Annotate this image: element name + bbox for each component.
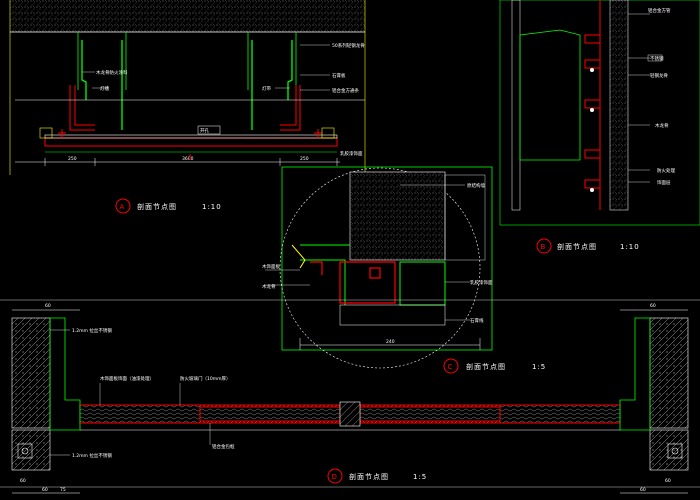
d-dim-5: 75 [60, 487, 66, 493]
d-label-frame: 铝合金包框 [212, 443, 235, 450]
d-dim-1: 60 [45, 303, 51, 309]
a-label-light-trough: 灯槽 [100, 85, 109, 92]
ceiling-hangers [77, 32, 297, 90]
detail-c-enlargement: 240 原结构墙 乳胶漆饰面 石膏线 木饰面板 木龙骨 C 剖面节点图 1:5 [262, 166, 546, 374]
detail-a-marker-circle [115, 198, 131, 214]
detail-d-scale: 1:5 [413, 473, 427, 481]
d-label-glass: 防火玻璃门（10mm厚） [180, 375, 231, 382]
detail-d-marker-circle [327, 468, 343, 484]
detail-d-marker: D [332, 473, 337, 481]
c-label-line: 石膏线 [470, 317, 484, 324]
concrete-slab [10, 0, 365, 32]
detail-a-scale: 1:10 [202, 203, 222, 211]
b-label-3: 轻钢龙骨 [650, 72, 668, 79]
detail-d-title: 剖面节点图 [349, 472, 389, 481]
detail-a-marker: A [120, 203, 125, 211]
c-label-frame: 木龙骨 [262, 283, 276, 290]
detail-b-wall-section: 铝合金方管 不锈钢 轻钢龙骨 木龙骨 防火处理 饰面层 B 剖面节点图 1:10 [499, 0, 700, 254]
d-label-wood: 木饰面板饰面（油漆处理） [100, 375, 154, 382]
d-dim-6: 60 [640, 487, 646, 493]
b-label-5: 防火处理 [657, 167, 675, 174]
detail-c-scale: 1:5 [532, 363, 546, 371]
b-label-1: 铝合金方管 [648, 7, 671, 14]
detail-c-marker: C [448, 363, 453, 371]
detail-d-door-section: 60 60 60 60 75 60 60 1.2mm 拉丝不锈钢 1.2mm 拉… [0, 299, 700, 494]
a-label-top: 50系列轻钢龙骨 [332, 42, 365, 49]
detail-b-marker: B [541, 243, 546, 251]
a-dim-mid: 3600 [182, 156, 194, 162]
a-dim-left: 250 [68, 156, 77, 162]
c-label-paint: 乳胶漆饰面 [470, 279, 493, 286]
detail-c-title: 剖面节点图 [466, 362, 506, 371]
a-label-hole: 开孔 [200, 127, 209, 134]
detail-a-title: 剖面节点图 [137, 202, 177, 211]
detail-c-marker-circle [443, 358, 459, 374]
a-label-wood-frame: 木龙骨防火涂料 [96, 69, 128, 76]
detail-a-ceiling-section: 250 3600 250 木龙骨防火涂料 灯槽 灯带 50系列轻钢龙骨 石膏板 … [9, 0, 366, 214]
b-label-4: 木龙骨 [655, 122, 669, 129]
detail-b-title: 剖面节点图 [557, 242, 597, 251]
d-dim-7: 60 [665, 478, 671, 484]
d-dim-3: 60 [20, 478, 26, 484]
d-label-steel-top: 1.2mm 拉丝不锈钢 [72, 327, 112, 334]
c-dim: 240 [386, 339, 395, 345]
a-label-panel: 铝合金方通条 [332, 87, 359, 94]
d-dim-4: 60 [42, 487, 48, 493]
b-label-2: 不锈钢 [650, 55, 664, 62]
d-dim-2: 60 [650, 303, 656, 309]
c-label-board: 木饰面板 [262, 263, 280, 270]
a-label-finish: 乳胶漆饰面 [340, 150, 363, 157]
c-label-wall: 原结构墙 [467, 182, 485, 189]
a-label-fixture: 灯带 [262, 85, 271, 92]
detail-b-marker-circle [536, 238, 552, 254]
a-label-board: 石膏板 [332, 72, 346, 79]
a-dim-right: 250 [300, 156, 309, 162]
b-label-6: 饰面层 [657, 179, 671, 186]
d-label-steel-bottom: 1.2mm 拉丝不锈钢 [72, 452, 112, 459]
detail-b-scale: 1:10 [620, 243, 640, 251]
